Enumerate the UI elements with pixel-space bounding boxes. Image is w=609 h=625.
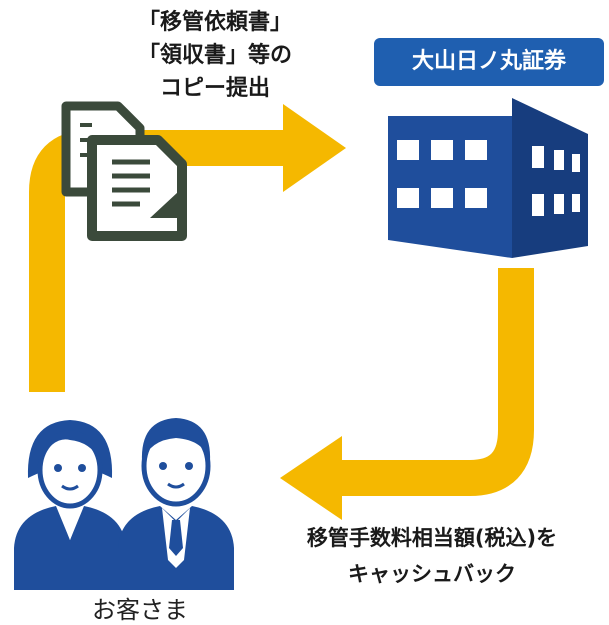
cashback-line-2: キャッシュバック <box>348 562 516 586</box>
cashback-label: 移管手数料相当額(税込)を キャッシュバック <box>255 520 609 592</box>
customer-label: お客さま <box>92 596 188 624</box>
company-name-badge: 大山日ノ丸証券 <box>374 38 604 86</box>
document-copies-icon <box>61 101 187 241</box>
cashback-line-1: 移管手数料相当額(税込)を <box>306 526 558 550</box>
document-submission-line-1: 「移管依頼書」 <box>137 10 292 35</box>
customer-man-icon <box>118 418 234 590</box>
arrow-to-customer <box>280 268 534 520</box>
customer-woman-icon <box>14 420 126 590</box>
building-icon <box>388 98 588 258</box>
document-submission-line-2: 「領収書」等の <box>137 43 292 68</box>
document-submission-label: 「移管依頼書」 「領収書」等の コピー提出 <box>0 6 430 105</box>
document-front-icon <box>87 135 187 241</box>
document-submission-line-3: コピー提出 <box>159 76 270 101</box>
